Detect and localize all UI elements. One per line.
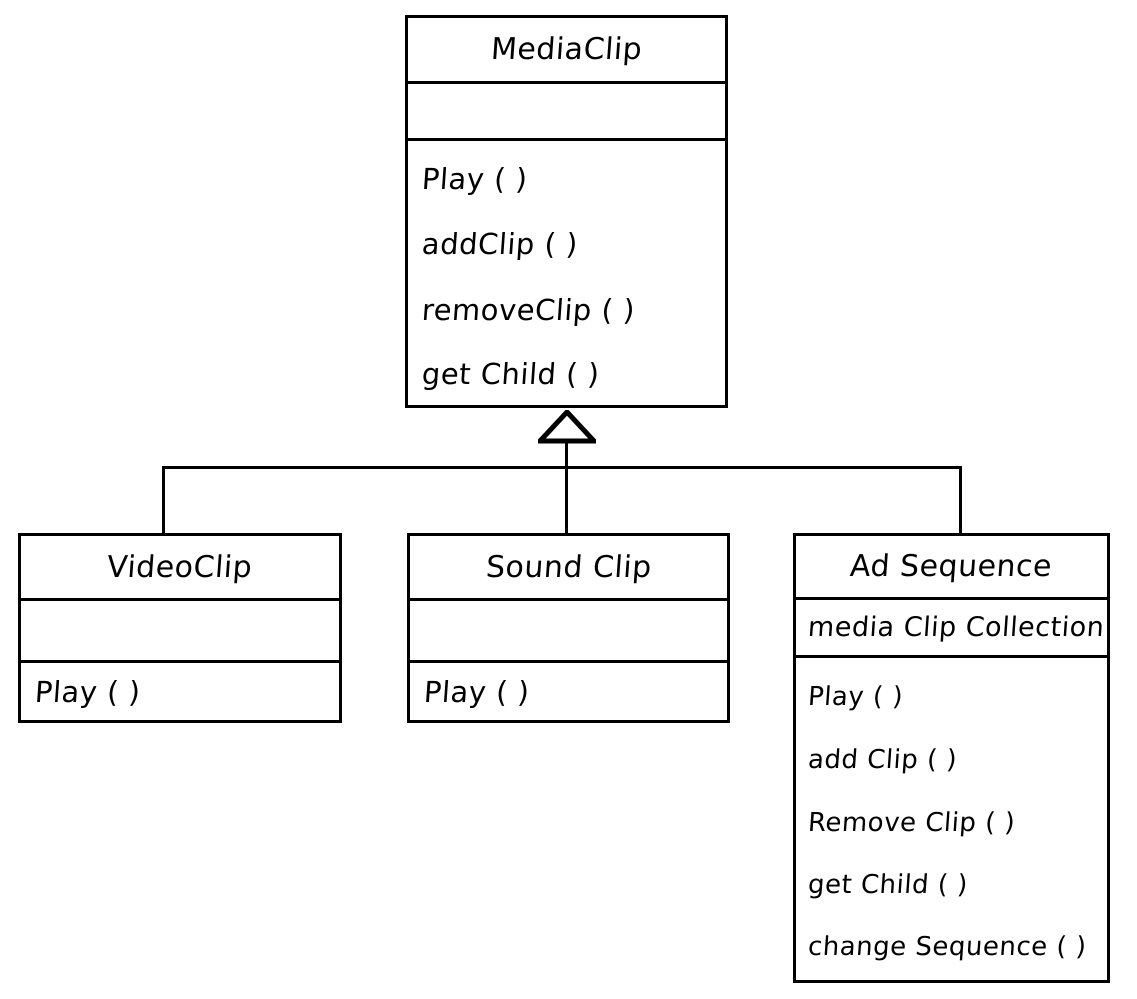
method-label: Play ( ) — [806, 682, 905, 712]
attributes-compartment-soundclip — [410, 598, 727, 660]
class-name-compartment-adsequence: Ad Sequence — [796, 536, 1107, 597]
attribute-label: media Clip Collection — [806, 612, 1106, 643]
method-row: get Child ( ) — [408, 343, 725, 405]
method-row: addClip ( ) — [408, 211, 725, 276]
method-label: get Child ( ) — [806, 870, 969, 900]
class-name-compartment-videoclip: VideoClip — [21, 536, 339, 598]
method-row: Remove Clip ( ) — [796, 791, 1107, 854]
generalization-stem — [565, 440, 568, 534]
method-row: Play ( ) — [796, 666, 1107, 728]
class-box-soundclip[interactable]: Sound Clip Play ( ) — [407, 533, 730, 723]
attributes-compartment-adsequence: media Clip Collection — [796, 597, 1107, 655]
class-box-videoclip[interactable]: VideoClip Play ( ) — [18, 533, 342, 723]
method-label: get Child ( ) — [420, 357, 601, 391]
method-label: Remove Clip ( ) — [806, 807, 1017, 838]
generalization-leg-videoclip — [162, 466, 165, 534]
method-row: removeClip ( ) — [408, 276, 725, 343]
class-name-compartment-soundclip: Sound Clip — [410, 536, 727, 598]
method-row: change Sequence ( ) — [796, 916, 1107, 978]
attributes-compartment-mediaclip — [408, 80, 725, 138]
class-title-videoclip: VideoClip — [106, 549, 254, 585]
methods-compartment-adsequence: Play ( ) add Clip ( ) Remove Clip ( ) ge… — [796, 655, 1107, 980]
attribute-row: media Clip Collection — [796, 612, 1107, 643]
methods-compartment-videoclip: Play ( ) — [21, 660, 339, 720]
class-title-adsequence: Ad Sequence — [849, 549, 1054, 584]
method-row: get Child ( ) — [796, 854, 1107, 916]
generalization-arrowhead-icon — [538, 410, 596, 444]
method-label: add Clip ( ) — [806, 744, 959, 775]
class-box-adsequence[interactable]: Ad Sequence media Clip Collection Play (… — [793, 533, 1110, 983]
method-label: change Sequence ( ) — [806, 932, 1088, 962]
generalization-bus — [162, 466, 962, 469]
methods-compartment-mediaclip: Play ( ) addClip ( ) removeClip ( ) get … — [408, 138, 725, 405]
method-row: Play ( ) — [408, 147, 725, 211]
method-label: addClip ( ) — [420, 226, 580, 261]
method-row: Play ( ) — [410, 675, 727, 709]
method-row: add Clip ( ) — [796, 728, 1107, 791]
attributes-compartment-videoclip — [21, 598, 339, 660]
method-label: Play ( ) — [420, 162, 529, 196]
method-row: Play ( ) — [21, 675, 339, 709]
generalization-leg-adsequence — [959, 466, 962, 534]
class-name-compartment-mediaclip: MediaClip — [408, 18, 725, 81]
class-box-mediaclip[interactable]: MediaClip Play ( ) addClip ( ) removeCli… — [405, 15, 728, 408]
method-label: Play ( ) — [33, 674, 142, 709]
class-title-soundclip: Sound Clip — [484, 549, 653, 585]
method-label: Play ( ) — [422, 674, 531, 709]
methods-compartment-soundclip: Play ( ) — [410, 660, 727, 720]
method-label: removeClip ( ) — [420, 292, 637, 327]
class-title-mediaclip: MediaClip — [489, 31, 644, 67]
